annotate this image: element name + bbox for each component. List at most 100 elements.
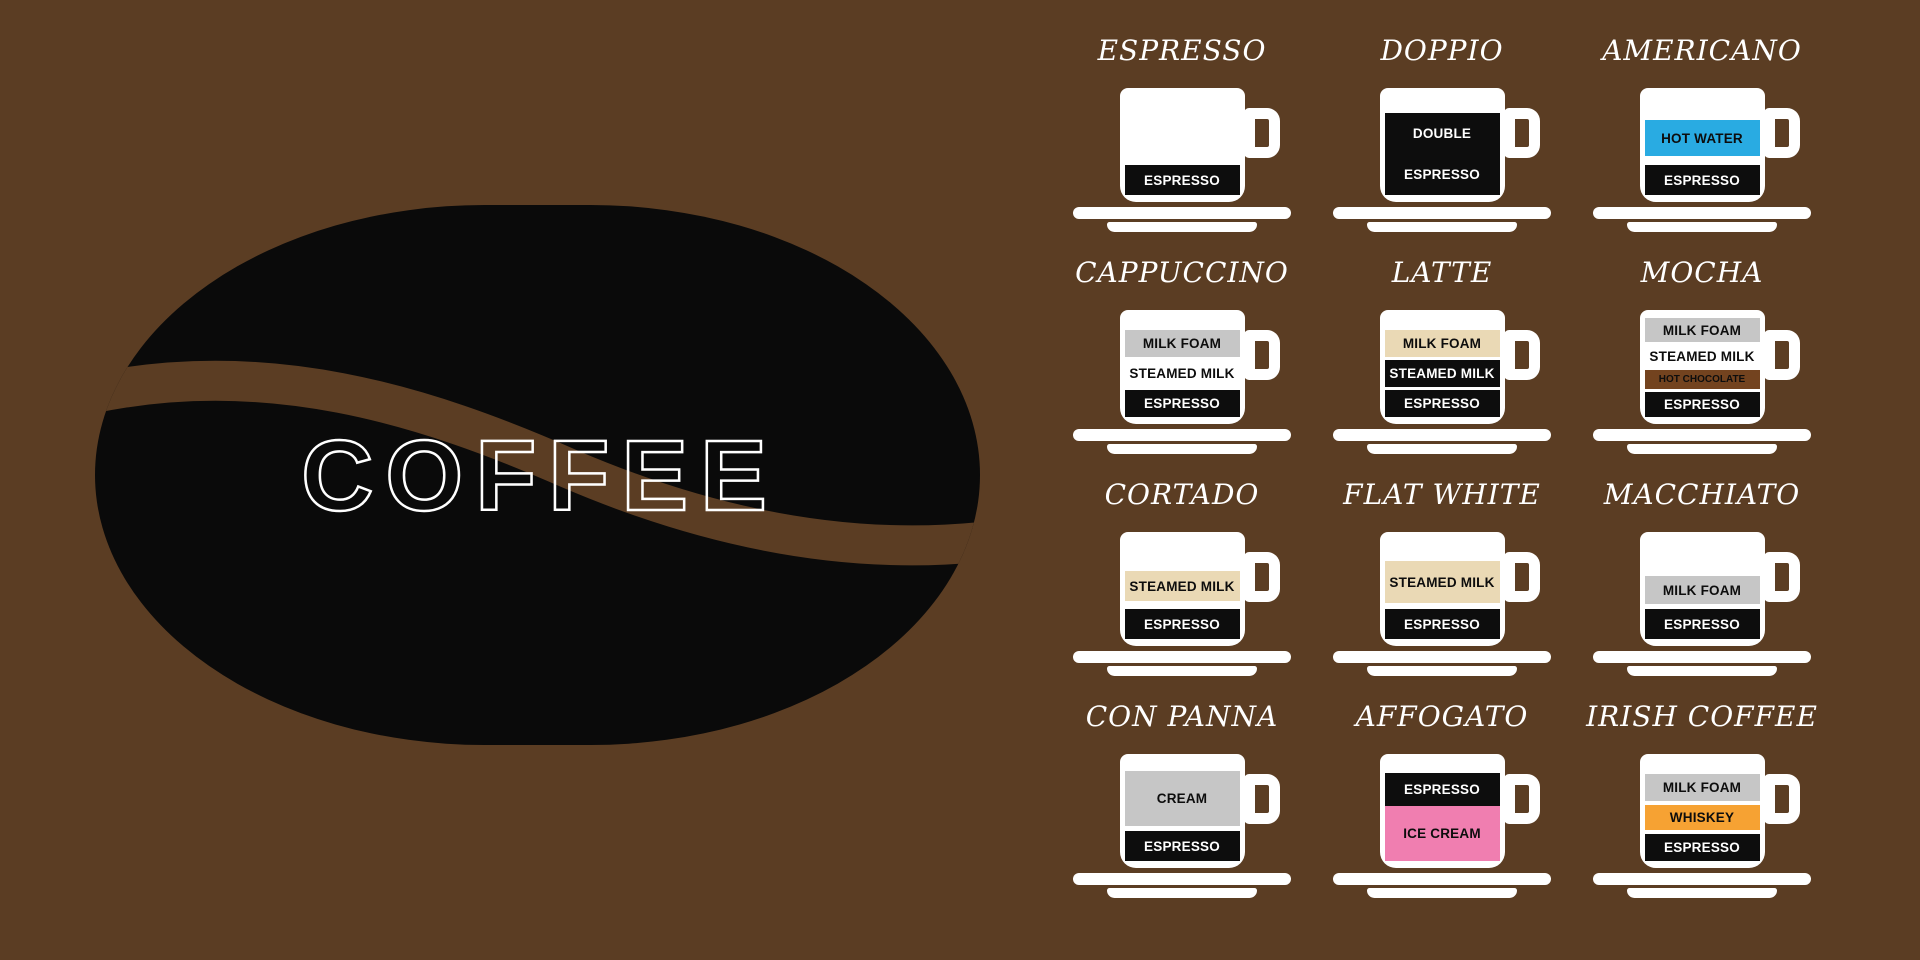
cup-handle-icon <box>1503 552 1540 602</box>
cup-layers: ESPRESSO <box>1120 88 1245 202</box>
coffee-cup: STEAMED MILK ESPRESSO <box>1333 532 1551 676</box>
saucer-top <box>1333 429 1551 441</box>
layer-milk-foam: MILK FOAM <box>1644 576 1760 604</box>
layer-hot-water: HOT WATER <box>1644 120 1760 156</box>
saucer-base <box>1627 444 1777 454</box>
cup-handle-icon <box>1243 774 1280 824</box>
layer-milk-foam: MILK FOAM <box>1644 318 1760 342</box>
drink-card-con-panna: CON PANNA CREAM ESPRESSO <box>1052 694 1312 916</box>
layer-espresso: ESPRESSO <box>1384 609 1500 639</box>
cup-handle-icon <box>1763 552 1800 602</box>
cup-body: ESPRESSO <box>1119 88 1280 202</box>
bean-crease-icon <box>95 360 980 566</box>
layer-espresso: ESPRESSO <box>1384 390 1500 417</box>
layer-milk-foam: MILK FOAM <box>1384 330 1500 357</box>
saucer-top <box>1333 873 1551 885</box>
drink-name: AFFOGATO <box>1355 700 1529 733</box>
saucer-top <box>1073 207 1291 219</box>
drink-name: IRISH COFFEE <box>1586 700 1818 733</box>
saucer-top <box>1593 873 1811 885</box>
cup-body: CREAM ESPRESSO <box>1119 754 1280 868</box>
cup-body: MILK FOAM WHISKEY ESPRESSO <box>1639 754 1800 868</box>
layer-espresso: ESPRESSO <box>1124 831 1240 861</box>
layer-espresso: ESPRESSO <box>1384 154 1500 195</box>
drink-card-espresso: ESPRESSO ESPRESSO <box>1052 28 1312 250</box>
coffee-cup: MILK FOAM ESPRESSO <box>1593 532 1811 676</box>
bean-art: COFFEE <box>95 360 980 566</box>
cup-body: MILK FOAM STEAMED MILK ESPRESSO <box>1119 310 1280 424</box>
saucer-base <box>1107 444 1257 454</box>
drink-card-macchiato: MACCHIATO MILK FOAM ESPRESSO <box>1572 472 1832 694</box>
drink-name: AMERICANO <box>1602 34 1802 67</box>
drink-name: MACCHIATO <box>1603 478 1801 511</box>
saucer-top <box>1333 207 1551 219</box>
layer-espresso: ESPRESSO <box>1124 390 1240 417</box>
coffee-logo: COFFEE <box>301 420 779 532</box>
layer-steamed-milk: STEAMED MILK <box>1124 360 1240 387</box>
cup-handle-icon <box>1503 108 1540 158</box>
cup-body: MILK FOAM ESPRESSO <box>1639 532 1800 646</box>
saucer-top <box>1333 651 1551 663</box>
cup-layers: STEAMED MILK ESPRESSO <box>1380 532 1505 646</box>
saucer-base <box>1107 222 1257 232</box>
cup-layers: MILK FOAM STEAMED MILK ESPRESSO <box>1120 310 1245 424</box>
cup-body: STEAMED MILK ESPRESSO <box>1379 532 1540 646</box>
layer-steamed-milk: STEAMED MILK <box>1644 345 1760 367</box>
saucer-base <box>1627 666 1777 676</box>
layer-milk-foam: MILK FOAM <box>1644 774 1760 801</box>
saucer-top <box>1073 651 1291 663</box>
layer-espresso: ESPRESSO <box>1644 834 1760 861</box>
layer-hot-chocolate: HOT CHOCOLATE <box>1644 370 1760 389</box>
layer-steamed-milk: STEAMED MILK <box>1384 561 1500 603</box>
drink-name: ESPRESSO <box>1097 34 1267 67</box>
layer-double: DOUBLE <box>1384 113 1500 154</box>
coffee-cup: MILK FOAM STEAMED MILK ESPRESSO <box>1073 310 1291 454</box>
drink-name: CON PANNA <box>1085 700 1279 733</box>
saucer-top <box>1593 651 1811 663</box>
cup-layers: MILK FOAM WHISKEY ESPRESSO <box>1640 754 1765 868</box>
saucer-top <box>1073 873 1291 885</box>
coffee-cup: ESPRESSO <box>1073 88 1291 232</box>
drink-name: FLAT WHITE <box>1343 478 1541 511</box>
cup-handle-icon <box>1243 108 1280 158</box>
cup-handle-icon <box>1243 330 1280 380</box>
layer-milk-foam: MILK FOAM <box>1124 330 1240 357</box>
cup-handle-icon <box>1503 774 1540 824</box>
drink-card-irish-coffee: IRISH COFFEE MILK FOAM WHISKEY ESPRESSO <box>1572 694 1832 916</box>
drink-card-flat-white: FLAT WHITE STEAMED MILK ESPRESSO <box>1312 472 1572 694</box>
saucer-base <box>1367 444 1517 454</box>
layer-espresso: ESPRESSO <box>1644 609 1760 639</box>
drink-name: LATTE <box>1391 256 1493 289</box>
cup-handle-icon <box>1243 552 1280 602</box>
saucer-base <box>1367 666 1517 676</box>
saucer-base <box>1627 888 1777 898</box>
cup-handle-icon <box>1503 330 1540 380</box>
saucer-base <box>1627 222 1777 232</box>
saucer-top <box>1593 429 1811 441</box>
saucer-top <box>1593 207 1811 219</box>
cup-layers: MILK FOAM ESPRESSO <box>1640 532 1765 646</box>
saucer-base <box>1367 222 1517 232</box>
layer-steamed-milk: STEAMED MILK <box>1124 571 1240 601</box>
layer-cream: CREAM <box>1124 771 1240 826</box>
layer-espresso: ESPRESSO <box>1384 773 1500 806</box>
layer-whiskey: WHISKEY <box>1644 805 1760 830</box>
